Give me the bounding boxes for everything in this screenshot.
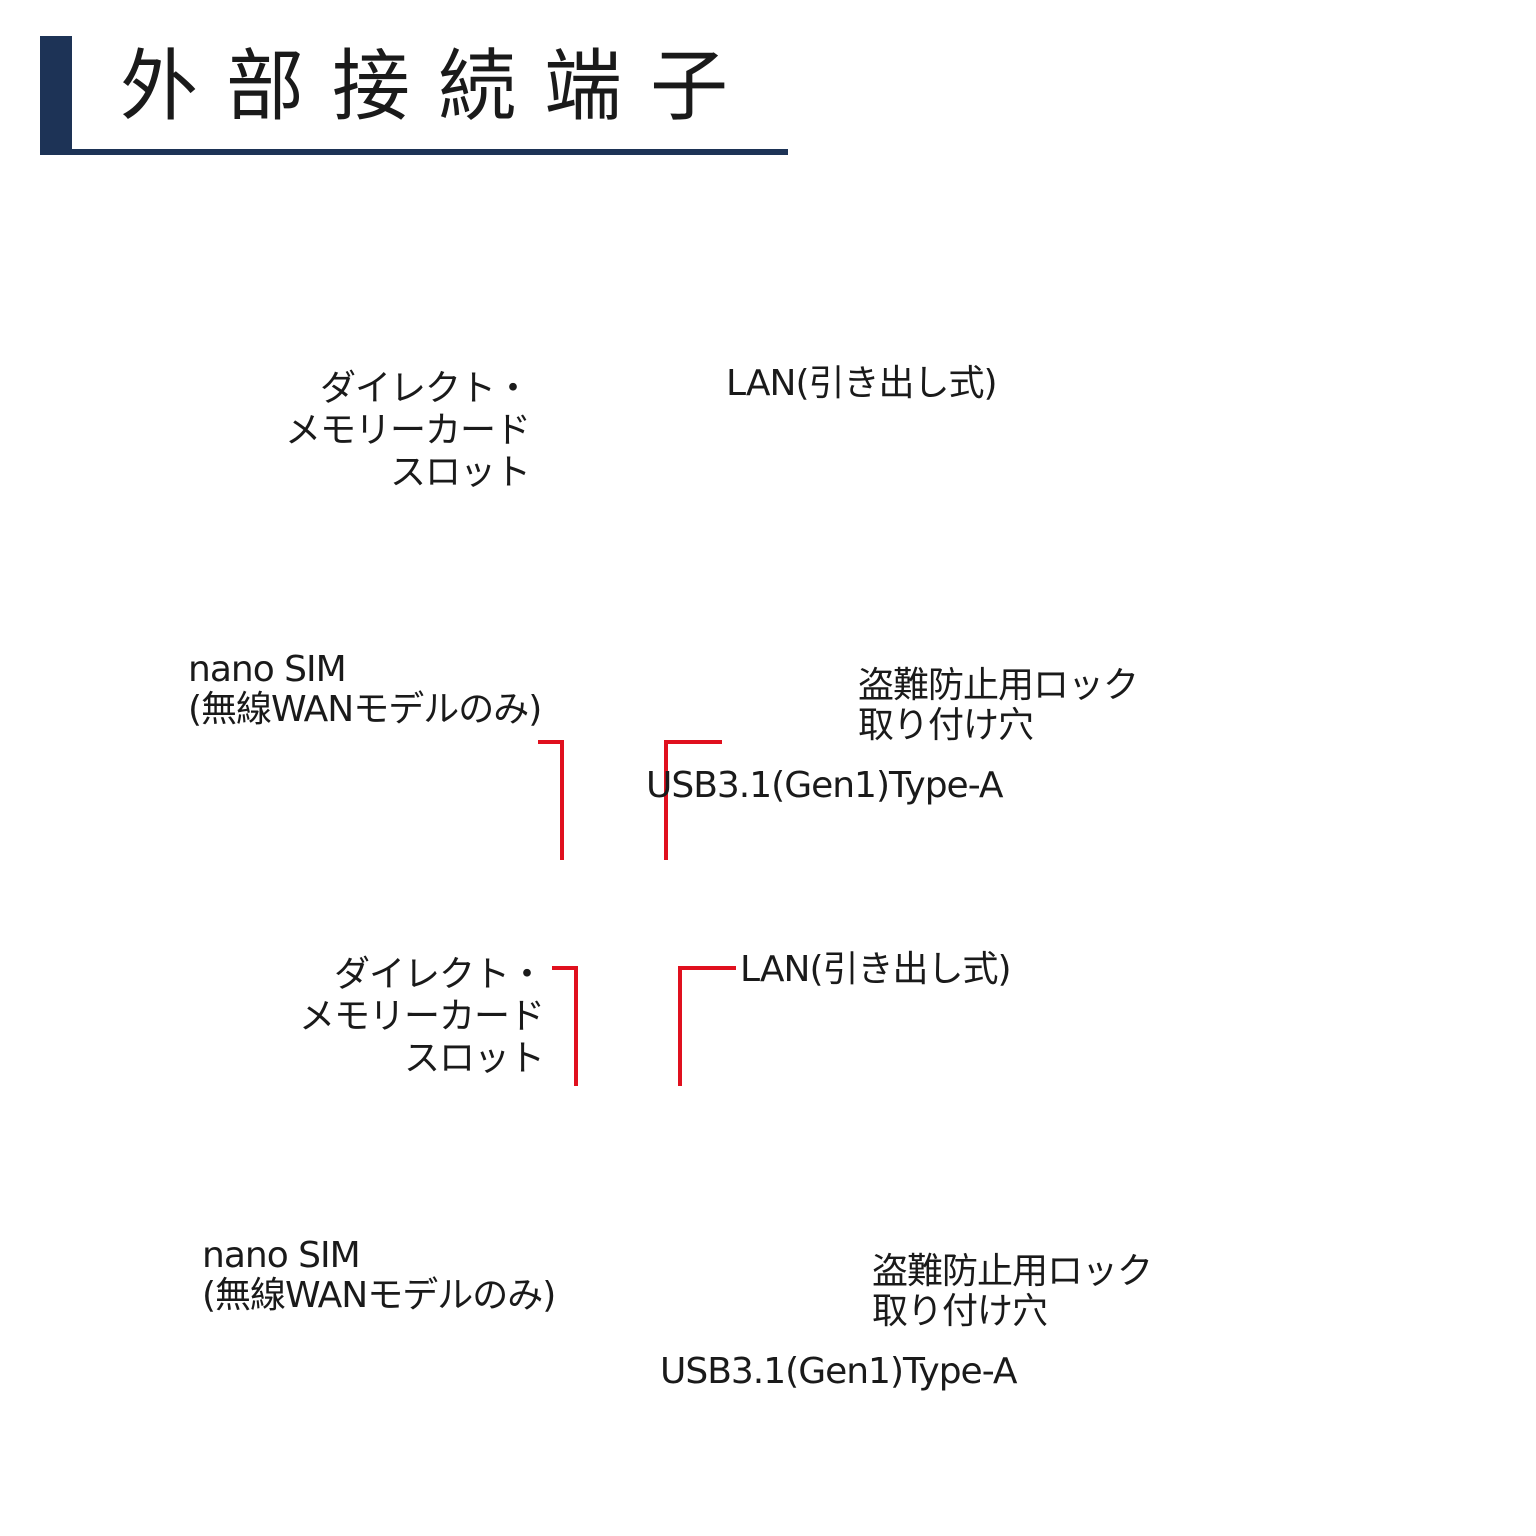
usb-label: USB3.1(Gen1)Type-A [646, 765, 1004, 806]
card-slot-label-line1: ダイレクト・ [333, 954, 545, 995]
card-slot-label-line2: メモリーカード [298, 996, 545, 1037]
nano-sim-label-line1: nano SIM [188, 649, 347, 690]
card-slot-label-line3: スロット [403, 1038, 545, 1079]
laptop-illustration [552, 966, 736, 1086]
lock-label-line1: 盗難防止用ロック [858, 665, 1139, 706]
card-slot-label-line3: スロット [389, 452, 531, 493]
lock-label-line1: 盗難防止用ロック [872, 1251, 1153, 1292]
nano-sim-label: nano SIM (無線WANモデルのみ) [188, 649, 542, 730]
card-slot-label-line1: ダイレクト・ [319, 368, 531, 409]
header-accent-bar [40, 36, 72, 154]
card-slot-label: ダイレクト・ メモリーカード スロット [244, 954, 545, 1080]
header-underline [40, 149, 788, 155]
card-slot-label: ダイレクト・ メモリーカード スロット [230, 368, 531, 494]
laptop-illustration [538, 740, 722, 860]
port-diagram-1: ダイレクト・ メモリーカード スロット LAN(引き出し式) nano SIM … [0, 360, 1536, 860]
port-diagram-2: ダイレクト・ メモリーカード スロット LAN(引き出し式) nano SIM … [0, 946, 1536, 1446]
lan-label: LAN(引き出し式) [726, 363, 998, 404]
nano-sim-label-line2: (無線WANモデルのみ) [188, 689, 542, 730]
lock-label-line2: 取り付け穴 [858, 705, 1034, 746]
leader-lines [552, 966, 736, 1086]
lan-label: LAN(引き出し式) [740, 949, 1012, 990]
page-title: 外部接続端子 [120, 42, 757, 132]
lock-label: 盗難防止用ロック 取り付け穴 [872, 1251, 1153, 1332]
nano-sim-label: nano SIM (無線WANモデルのみ) [202, 1235, 556, 1316]
lock-label-line2: 取り付け穴 [872, 1291, 1048, 1332]
leader-lines [538, 740, 722, 860]
usb-label: USB3.1(Gen1)Type-A [660, 1351, 1018, 1392]
lock-label: 盗難防止用ロック 取り付け穴 [858, 665, 1139, 746]
nano-sim-label-line1: nano SIM [202, 1235, 361, 1276]
nano-sim-label-line2: (無線WANモデルのみ) [202, 1275, 556, 1316]
card-slot-label-line2: メモリーカード [284, 410, 531, 451]
